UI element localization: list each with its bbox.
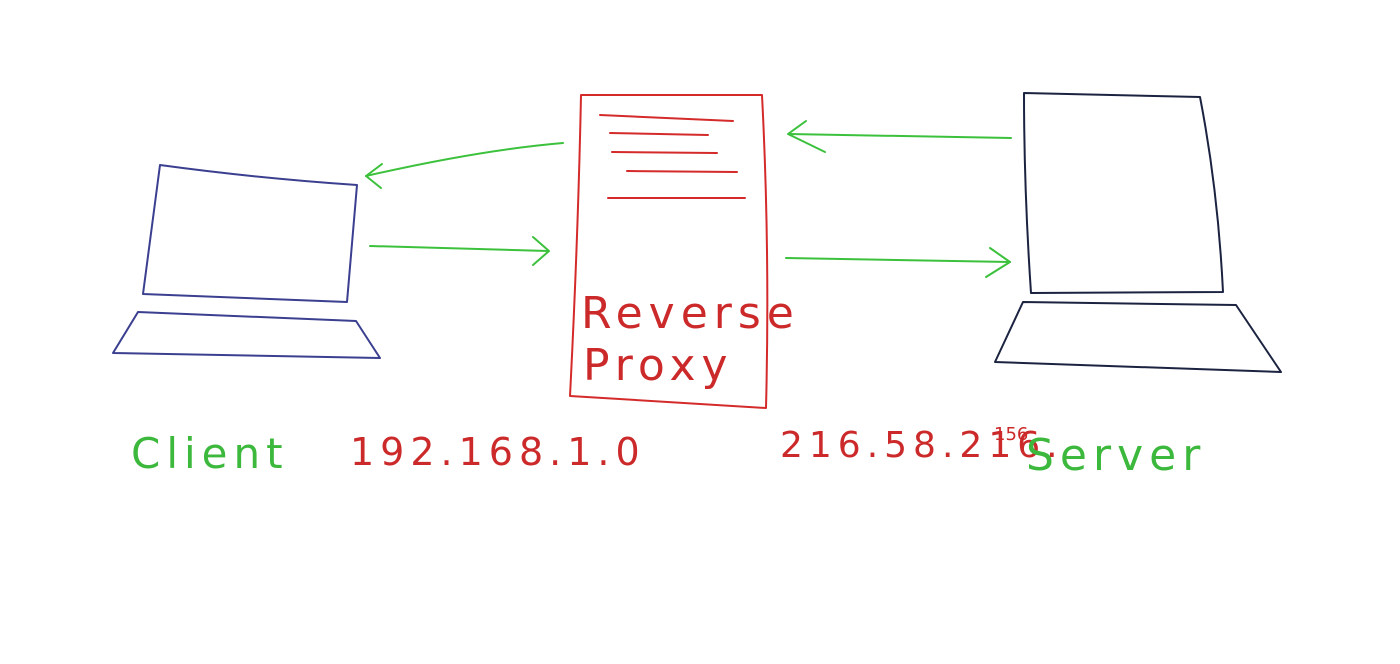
arrow-server-to-proxy bbox=[787, 120, 1012, 153]
arrow-client-to-proxy bbox=[369, 236, 550, 266]
client-label: Client bbox=[131, 429, 289, 478]
proxy-label-reverse: Reverse bbox=[581, 288, 800, 339]
server-keyboard bbox=[994, 301, 1282, 373]
proxy-label-proxy: Proxy bbox=[583, 340, 734, 391]
proxy-box bbox=[569, 94, 769, 409]
arrow-proxy-to-server bbox=[785, 247, 1011, 278]
server-laptop-icon bbox=[994, 92, 1282, 373]
proxy-line-4 bbox=[626, 170, 738, 173]
client-keyboard bbox=[112, 311, 381, 359]
proxy-document-icon bbox=[569, 94, 769, 409]
server-ip-label: 216.58.216. bbox=[780, 425, 1064, 466]
arrows bbox=[365, 120, 1012, 278]
server-ip-superscript: 156 bbox=[994, 424, 1028, 445]
client-laptop-icon bbox=[112, 164, 381, 359]
proxy-line-2 bbox=[609, 132, 709, 136]
server-label: Server bbox=[1026, 430, 1206, 481]
arrow-proxy-to-client bbox=[365, 142, 564, 189]
client-ip-label: 192.168.1.0 bbox=[350, 430, 646, 474]
server-screen bbox=[1023, 92, 1224, 294]
client-screen bbox=[142, 164, 358, 303]
proxy-line-3 bbox=[611, 151, 718, 154]
proxy-line-1 bbox=[599, 114, 734, 122]
